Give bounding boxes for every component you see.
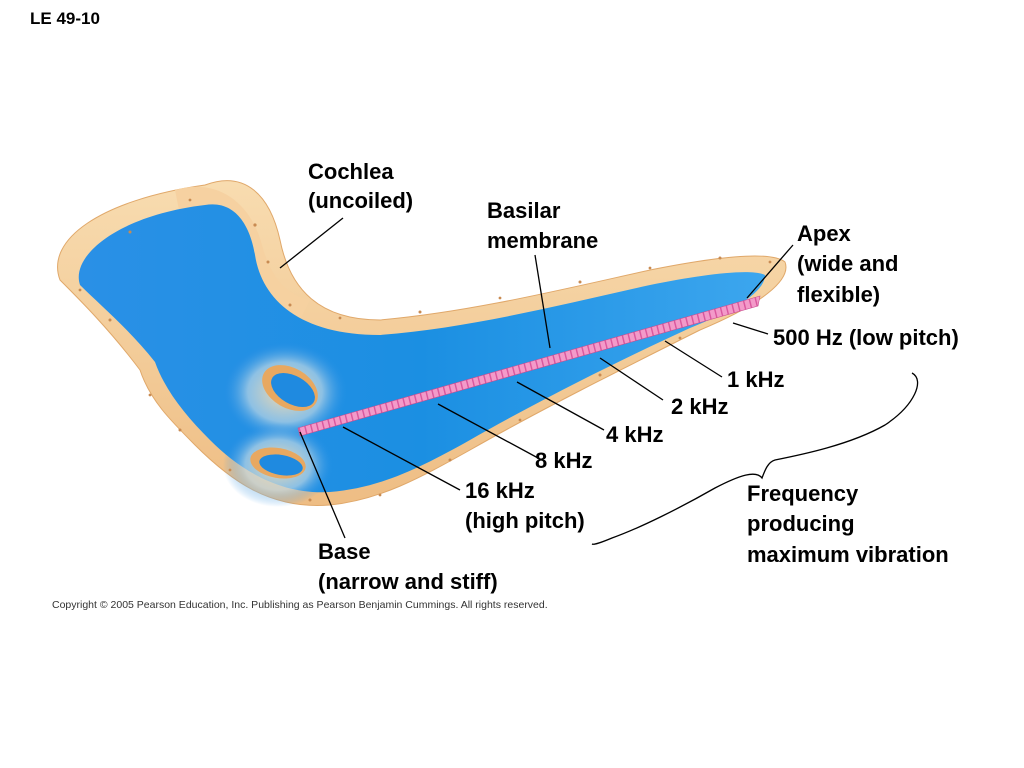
svg-text:Apex: Apex xyxy=(797,221,852,246)
svg-text:membrane: membrane xyxy=(487,228,598,253)
label-basilar-membrane: Basilar membrane xyxy=(487,198,598,253)
svg-text:Basilar: Basilar xyxy=(487,198,561,223)
label-16khz: 16 kHz (high pitch) xyxy=(465,478,585,533)
basilar-membrane xyxy=(297,295,761,437)
leader-lines xyxy=(279,217,794,539)
figure-id: LE 49-10 xyxy=(30,9,100,28)
label-4khz: 4 kHz xyxy=(606,422,663,447)
label-8khz: 8 kHz xyxy=(535,448,592,473)
frequency-bracket xyxy=(591,372,919,545)
svg-text:Cochlea: Cochlea xyxy=(308,159,394,184)
svg-text:flexible): flexible) xyxy=(797,282,880,307)
svg-text:(high pitch): (high pitch) xyxy=(465,508,585,533)
copyright-notice: Copyright © 2005 Pearson Education, Inc.… xyxy=(52,599,548,611)
svg-text:maximum vibration: maximum vibration xyxy=(747,542,949,567)
label-1khz: 1 kHz xyxy=(727,367,784,392)
svg-text:(narrow and stiff): (narrow and stiff) xyxy=(318,569,498,594)
svg-text:Frequency: Frequency xyxy=(747,481,859,506)
label-2khz: 2 kHz xyxy=(671,394,728,419)
svg-text:Base: Base xyxy=(318,539,371,564)
svg-text:(wide and: (wide and xyxy=(797,251,898,276)
label-frequency: Frequency producing maximum vibration xyxy=(747,481,949,567)
label-500hz: 500 Hz (low pitch) xyxy=(773,325,959,350)
label-base: Base (narrow and stiff) xyxy=(318,539,498,594)
label-cochlea: Cochlea (uncoiled) xyxy=(308,159,413,213)
svg-text:producing: producing xyxy=(747,511,855,536)
label-apex: Apex (wide and flexible) xyxy=(797,221,898,307)
svg-text:16 kHz: 16 kHz xyxy=(465,478,535,503)
svg-text:(uncoiled): (uncoiled) xyxy=(308,188,413,213)
bone-speckles xyxy=(78,198,772,502)
